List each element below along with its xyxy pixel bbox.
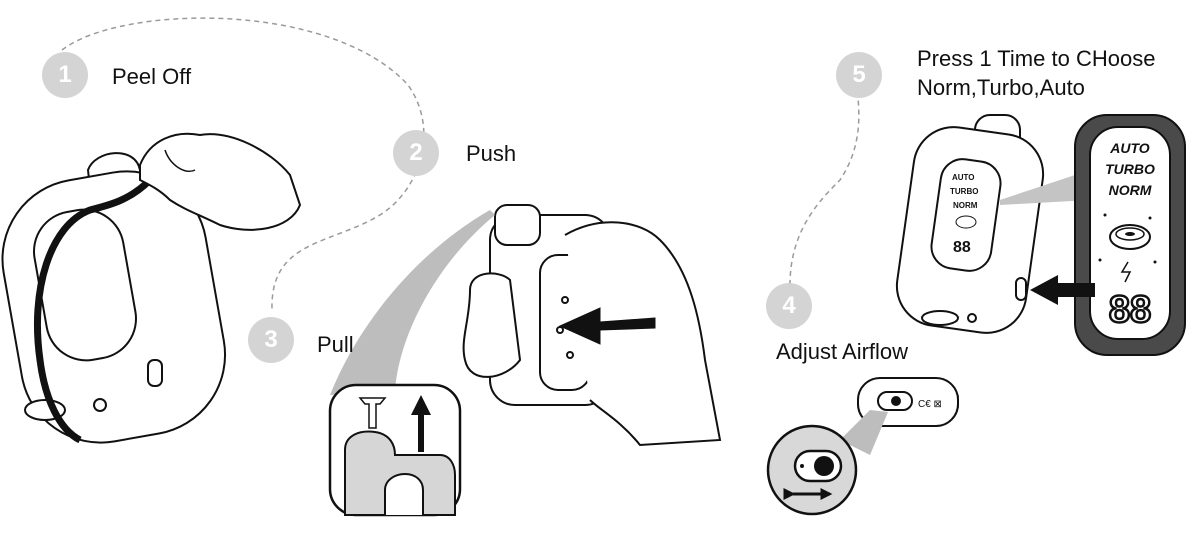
pull-arrow	[411, 395, 431, 452]
step-1-badge: 1	[42, 52, 88, 98]
step-4-badge: 4	[766, 283, 812, 329]
airflow-inset	[766, 424, 858, 516]
pull-callout-wedge	[330, 210, 495, 395]
device-display	[895, 114, 1045, 334]
dashed-path-4-5	[789, 97, 860, 286]
small-display: AUTO TURBO NORM 88	[950, 173, 978, 256]
svg-text:C€ ⊠: C€ ⊠	[918, 399, 942, 410]
svg-text:AUTO: AUTO	[952, 173, 975, 182]
step-5-label-line1: Press 1 Time to CHoose	[917, 46, 1156, 71]
step-4-label: Adjust Airflow	[776, 339, 909, 364]
step-2-label: Push	[466, 141, 517, 166]
hand-push	[462, 272, 522, 378]
step-3-badge: 3	[248, 317, 294, 363]
display-mode-turbo: TURBO	[1105, 161, 1155, 177]
step-5-label-line2: Norm,Turbo,Auto	[917, 75, 1085, 100]
svg-text:NORM: NORM	[953, 201, 978, 210]
display-mode-auto: AUTO	[1109, 140, 1150, 156]
svg-text:88: 88	[953, 239, 971, 256]
peel-strip	[34, 177, 153, 444]
display-mode-norm: NORM	[1109, 182, 1152, 198]
step-2-badge: 2	[393, 130, 439, 176]
dashed-path-1-2-3	[61, 17, 425, 311]
step-3-label: Pull	[317, 332, 354, 357]
push-arrow	[558, 307, 656, 345]
pull-inset	[328, 383, 462, 517]
display-digits: 88	[1109, 289, 1151, 331]
display-panel	[1074, 114, 1186, 356]
hand-peel	[139, 132, 302, 231]
step-5-badge: 5	[836, 52, 882, 98]
button-arrow	[1030, 275, 1095, 305]
airflow-callout-wedge	[840, 410, 888, 455]
svg-text:TURBO: TURBO	[950, 187, 978, 196]
display-callout-wedge	[1000, 170, 1090, 205]
step-1-label: Peel Off	[112, 64, 192, 89]
